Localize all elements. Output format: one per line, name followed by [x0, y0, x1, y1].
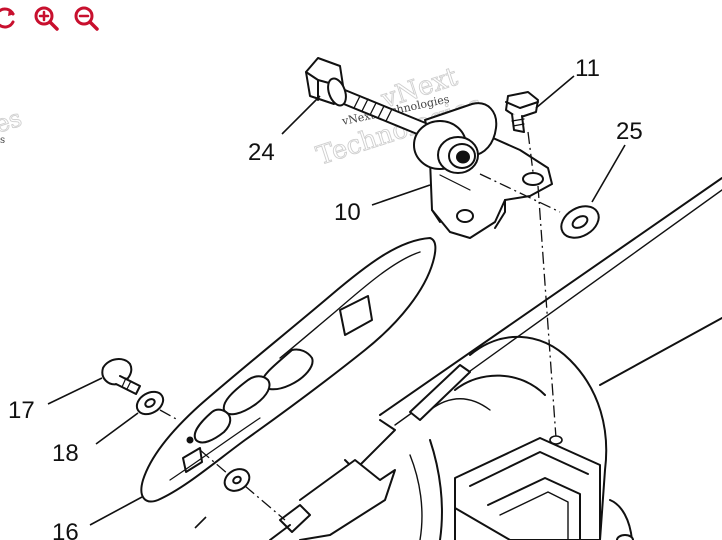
- lower-washer: [223, 468, 251, 492]
- part-16-shield: [140, 237, 437, 503]
- zoom-in-icon: [34, 6, 59, 31]
- callout-24: 24: [248, 139, 275, 166]
- zoom-out-icon: [74, 6, 99, 31]
- callout-17: 17: [8, 397, 35, 424]
- callouts: 24 11 25 10 17 18 16: [8, 55, 643, 540]
- mount-hole: [549, 435, 563, 445]
- part-10-bracket: [413, 102, 553, 239]
- frame-housing: [269, 177, 722, 540]
- callout-18: 18: [52, 440, 79, 467]
- watermark-left-partial: es: [0, 104, 25, 139]
- rotate-icon: [0, 7, 15, 29]
- part-18-washer: [135, 390, 165, 416]
- part-11-bolt: [505, 91, 539, 133]
- part-17-screw: [101, 358, 141, 395]
- callout-16: 16: [52, 519, 79, 540]
- assembly-lines: [159, 131, 561, 521]
- zoom-in-button[interactable]: [32, 4, 60, 32]
- leader-lines: [47, 75, 626, 529]
- zoom-out-button[interactable]: [72, 4, 100, 32]
- rotate-button[interactable]: [0, 4, 20, 32]
- callout-25: 25: [616, 118, 643, 145]
- callout-10: 10: [334, 199, 361, 226]
- part-25-washer: [560, 205, 600, 239]
- viewer-toolbar: [0, 0, 120, 34]
- callout-11: 11: [575, 55, 600, 82]
- part-24-bolt: [305, 57, 429, 137]
- watermark-left-partial-small: s: [0, 135, 5, 146]
